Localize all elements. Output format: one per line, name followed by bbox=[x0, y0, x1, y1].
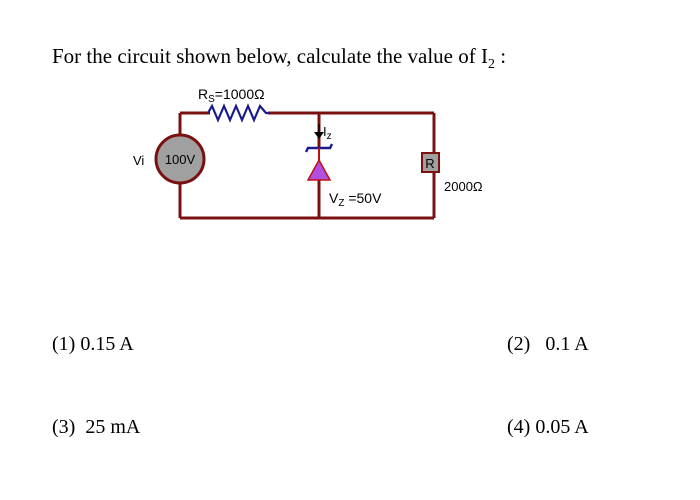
voltage-source bbox=[154, 133, 206, 185]
question-main: For the circuit shown below, calculate t… bbox=[52, 44, 488, 68]
load-resistor-label: R bbox=[425, 156, 434, 171]
zener-triangle bbox=[306, 158, 332, 181]
question-suffix: : bbox=[495, 44, 507, 68]
resistor-rs-label: RS=1000Ω bbox=[198, 86, 265, 105]
question-text: For the circuit shown below, calculate t… bbox=[52, 44, 506, 73]
option-3[interactable]: (3) 25 mA bbox=[52, 416, 141, 438]
zener-current-arrow bbox=[314, 124, 324, 139]
load-resistor-value: 2000Ω bbox=[444, 179, 483, 194]
zener-voltage-label: VZ =50V bbox=[329, 190, 382, 209]
resistor-rs-zigzag bbox=[207, 103, 270, 123]
zener-diode bbox=[304, 143, 334, 181]
option-2[interactable]: (2) 0.1 A bbox=[507, 333, 589, 355]
zener-current-label: Iz bbox=[323, 124, 332, 142]
option-1[interactable]: (1) 0.15 A bbox=[52, 333, 134, 355]
circuit-wires bbox=[178, 111, 436, 220]
voltage-source-label: Vi bbox=[133, 153, 144, 168]
question-subscript: 2 bbox=[488, 57, 495, 73]
circuit-diagram: RS=1000Ω 100V Vi Iz VZ =50V R 2000Ω bbox=[133, 86, 483, 220]
load-resistor-box bbox=[421, 152, 440, 173]
option-4[interactable]: (4) 0.05 A bbox=[507, 416, 589, 438]
voltage-source-value: 100V bbox=[165, 152, 196, 167]
